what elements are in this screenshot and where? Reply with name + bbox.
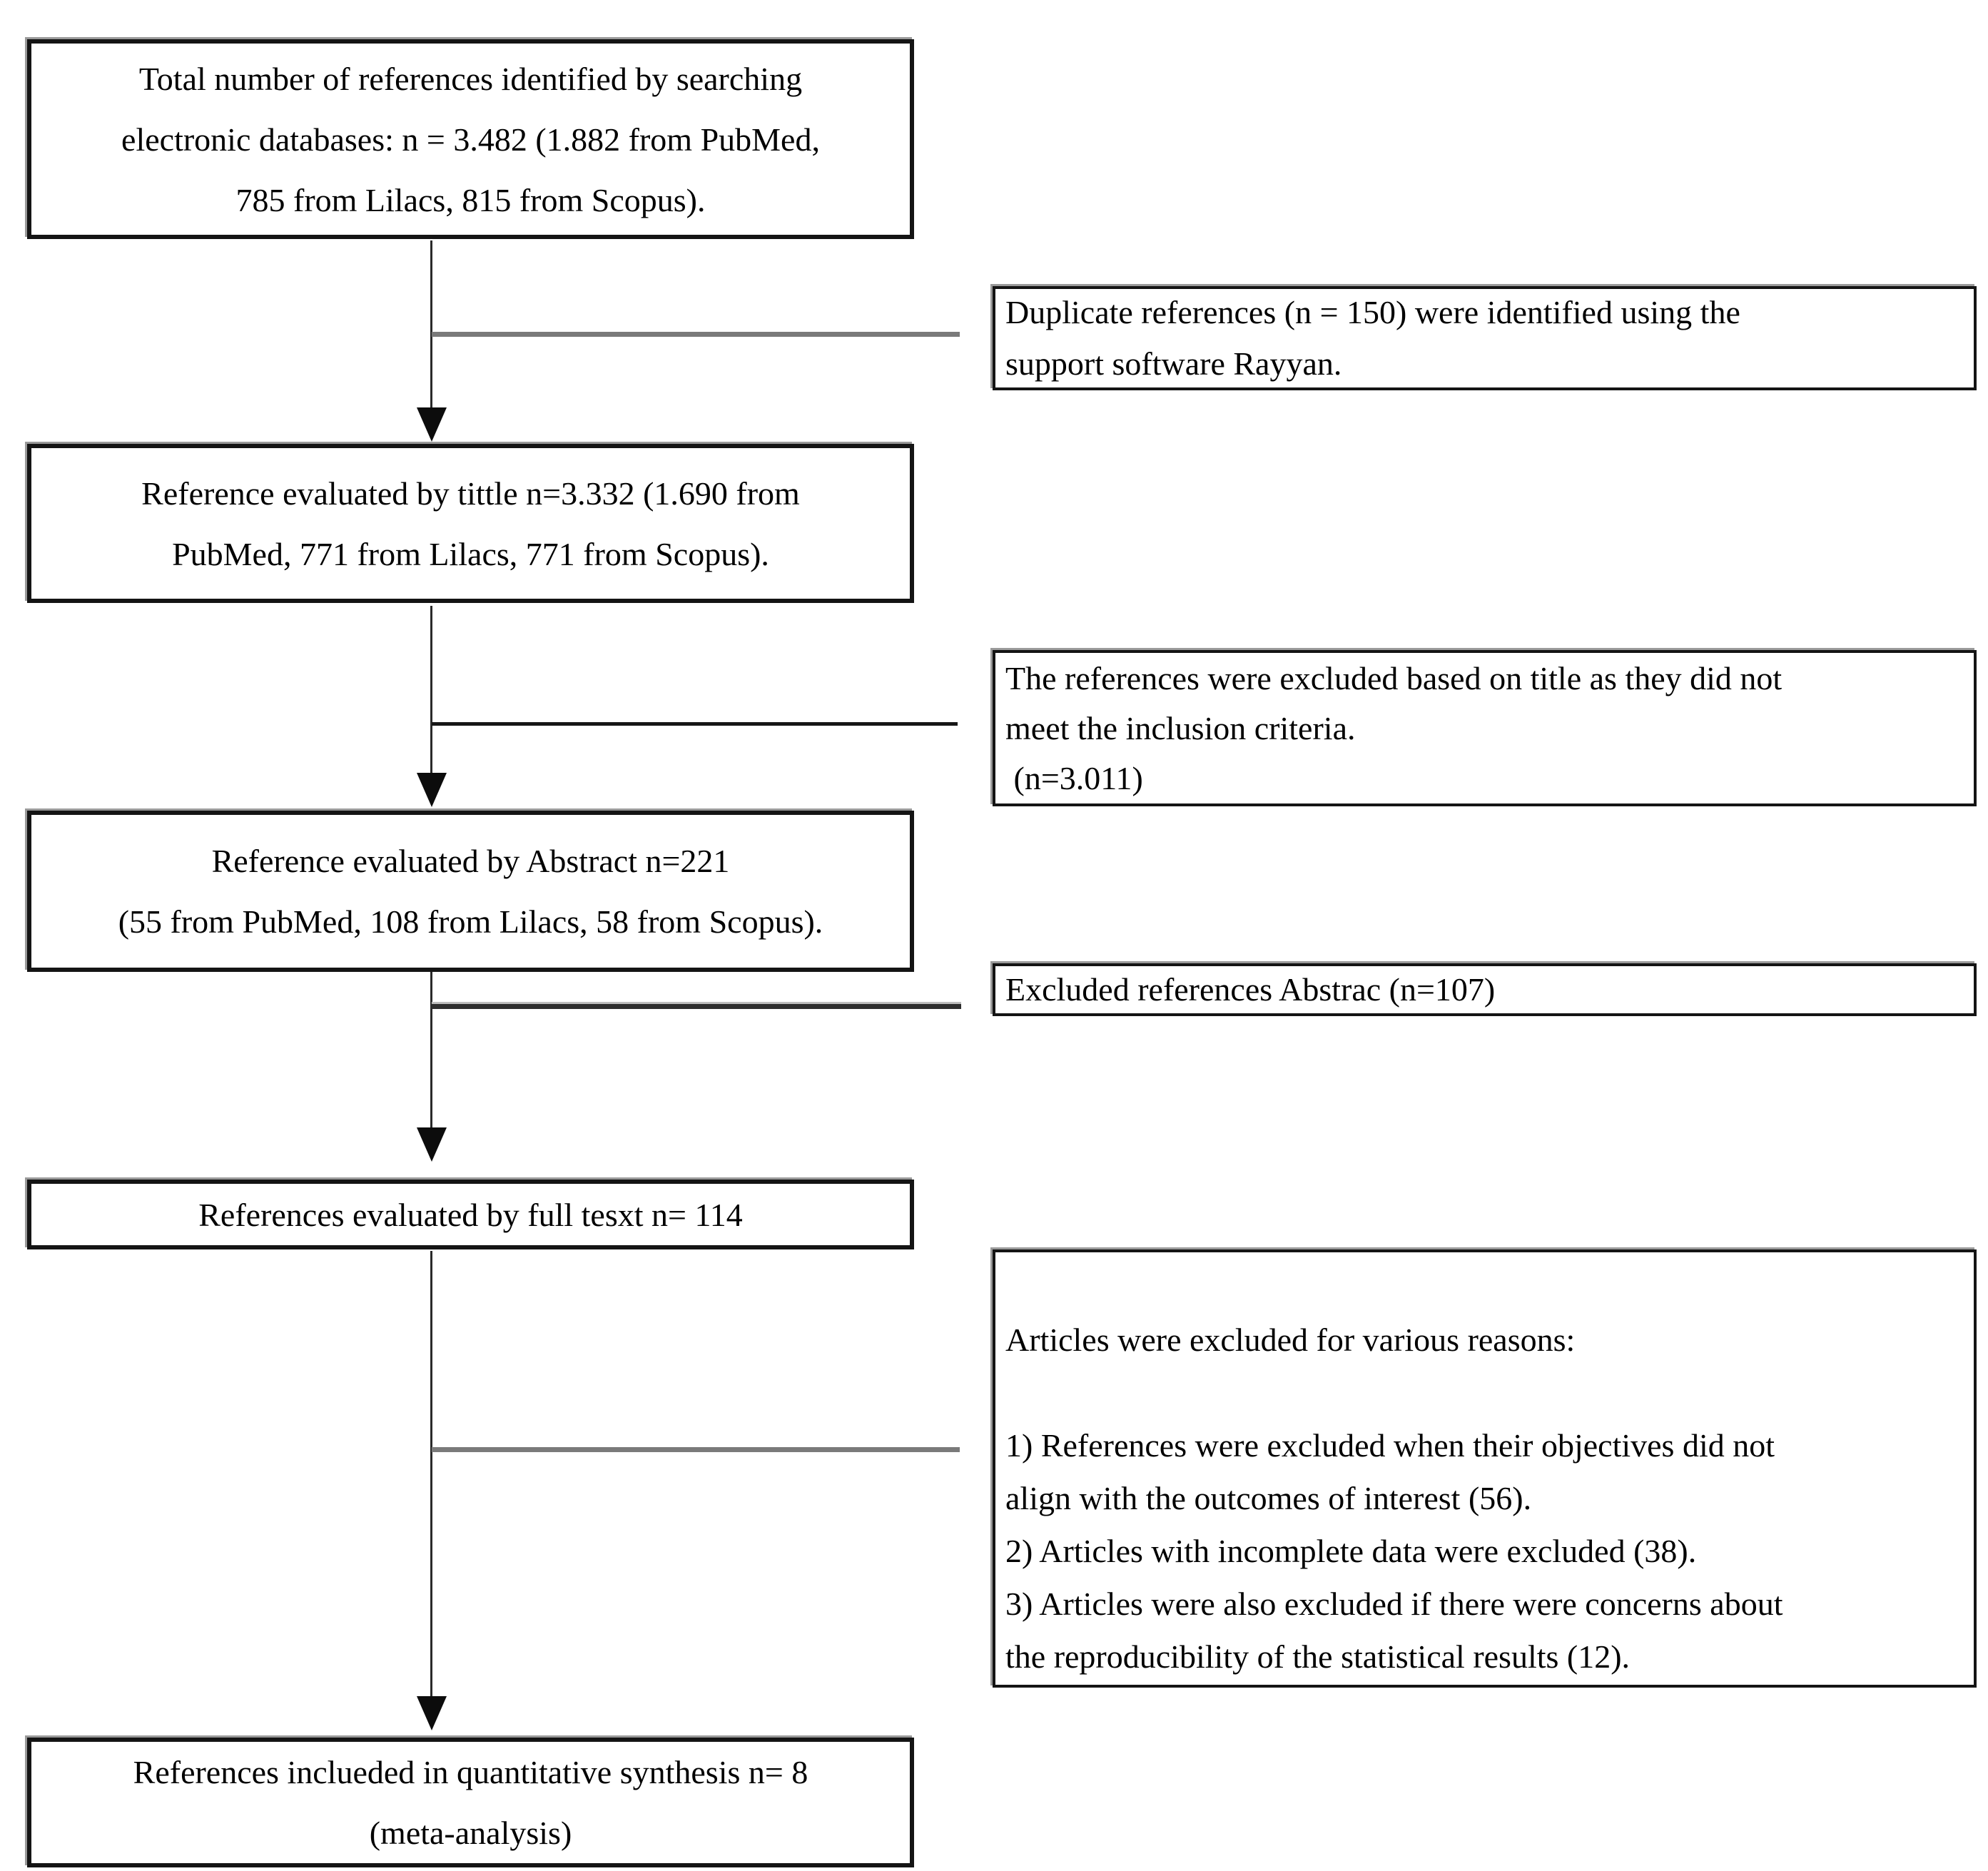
box-text-line: 3) Articles were also excluded if there …	[1005, 1586, 1783, 1622]
box-text-line: PubMed, 771 from Lilacs, 771 from Scopus…	[172, 535, 769, 572]
arrow-down-head	[417, 1696, 447, 1730]
box-text-line: 785 from Lilacs, 815 from Scopus).	[235, 181, 706, 218]
box-text-line: (55 from PubMed, 108 from Lilacs, 58 fro…	[118, 903, 823, 940]
box-duplicates-removed: Duplicate references (n = 150) were iden…	[993, 286, 1977, 390]
branch-to-abstract-excluded	[432, 1002, 961, 1009]
box-text-line: Reference evaluated by tittle n=3.332 (1…	[141, 475, 800, 512]
box-included-quantitative-synthesis: References inclueded in quantitative syn…	[27, 1738, 914, 1867]
box-records-identified: Total number of references identified by…	[27, 39, 914, 239]
arrow-down-head	[417, 1127, 447, 1162]
connector-title-to-abstract	[430, 606, 432, 774]
arrow-down-head	[417, 773, 447, 807]
connector-fulltext-to-included	[430, 1251, 432, 1698]
branch-to-fulltext-excluded	[432, 1447, 960, 1452]
branch-to-title-excluded	[432, 722, 958, 726]
box-text-line: (meta-analysis)	[369, 1815, 572, 1851]
branch-to-duplicates	[432, 332, 960, 337]
box-text-line: electronic databases: n = 3.482 (1.882 f…	[121, 121, 820, 158]
box-excluded-fulltext-reasons: Articles were excluded for various reaso…	[993, 1249, 1977, 1688]
connector-identified-to-title	[430, 240, 432, 409]
box-text-line: Duplicate references (n = 150) were iden…	[1005, 294, 1740, 330]
arrow-down-head	[417, 407, 447, 442]
box-text-line: (n=3.011)	[1005, 759, 1143, 796]
box-text-line: 2) Articles with incomplete data were ex…	[1005, 1533, 1697, 1569]
box-text-line: References inclueded in quantitative syn…	[133, 1754, 808, 1790]
box-text-line: The references were excluded based on ti…	[1005, 659, 1782, 696]
box-text-line: 1) References were excluded when their o…	[1005, 1427, 1775, 1464]
box-excluded-by-abstract: Excluded references Abstrac (n=107)	[993, 963, 1977, 1016]
box-evaluated-by-abstract: Reference evaluated by Abstract n=221 (5…	[27, 811, 914, 972]
box-text-line: References evaluated by full tesxt n= 11…	[198, 1196, 743, 1233]
box-evaluated-by-title: Reference evaluated by tittle n=3.332 (1…	[27, 444, 914, 603]
box-text-line-spacer	[1005, 1367, 1967, 1419]
box-text-line: the reproducibility of the statistical r…	[1005, 1638, 1631, 1675]
box-text-line: Excluded references Abstrac (n=107)	[1005, 971, 1496, 1008]
box-text-line: support software Rayyan.	[1005, 345, 1342, 382]
box-evaluated-by-fulltext: References evaluated by full tesxt n= 11…	[27, 1180, 914, 1249]
connector-abstract-to-fulltext	[430, 972, 432, 1129]
box-text-line: meet the inclusion criteria.	[1005, 709, 1356, 746]
box-excluded-by-title: The references were excluded based on ti…	[993, 650, 1977, 806]
box-text-line: Articles were excluded for various reaso…	[1005, 1322, 1576, 1358]
box-text-line: align with the outcomes of interest (56)…	[1005, 1480, 1532, 1516]
box-text-line: Reference evaluated by Abstract n=221	[211, 843, 730, 879]
box-text-line: Total number of references identified by…	[138, 60, 803, 97]
